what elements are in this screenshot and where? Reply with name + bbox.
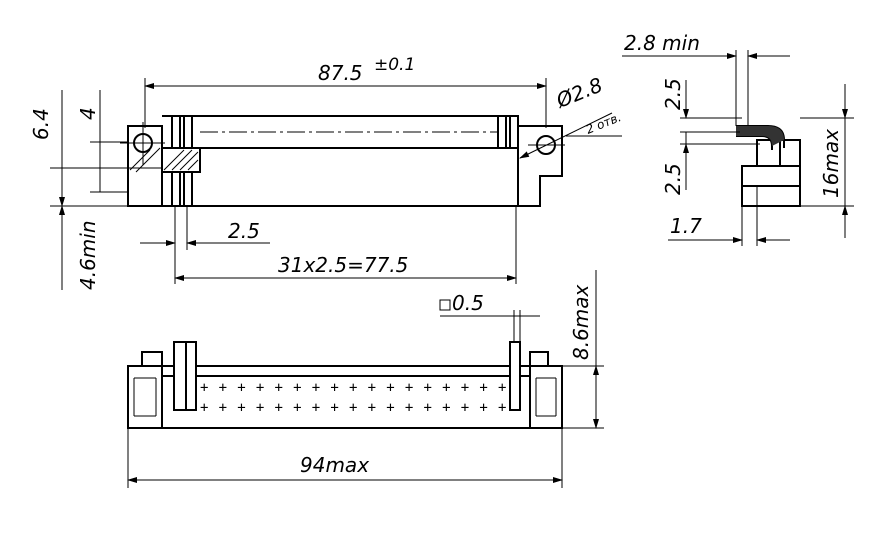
dim-pitch-total: 31x2.5=77.5: [278, 253, 408, 277]
pin-mark: +: [368, 400, 376, 416]
dim-side-16: 16max: [819, 129, 843, 198]
pin-mark: +: [349, 380, 357, 396]
pin-mark: +: [219, 380, 227, 396]
dim-hole-diameter: Ø2.8: [552, 73, 606, 113]
square-symbol-icon: [439, 299, 451, 311]
pin-mark: +: [275, 400, 283, 416]
dim-height-6-4: 6.4: [29, 108, 53, 140]
pin-mark: +: [237, 380, 245, 396]
pin-mark: +: [293, 380, 301, 396]
pin-mark: +: [200, 380, 208, 396]
pin-row-top: + + + + + + + + + + + + + + + + +: [200, 380, 506, 396]
pin-mark: +: [256, 380, 264, 396]
pin-mark: +: [349, 400, 357, 416]
pin-mark: +: [386, 400, 394, 416]
dim-square-0-5: 0.5: [452, 291, 484, 315]
pin-mark: +: [275, 380, 283, 396]
side-view: [680, 117, 801, 207]
pin-mark: +: [498, 400, 506, 416]
dim-height-8-6: 8.6max: [569, 284, 593, 360]
pin-mark: +: [498, 380, 506, 396]
dim-side-2-5-bottom: 2.5: [661, 163, 685, 195]
pin-mark: +: [219, 400, 227, 416]
pin-mark: +: [405, 400, 413, 416]
dim-overall-tolerance: ±0.1: [374, 55, 415, 75]
pin-mark: +: [479, 400, 487, 416]
dim-hole-count: 2 отв.: [584, 110, 623, 137]
pin-mark: +: [312, 380, 320, 396]
top-view: + + + + + + + + + + + + + + + + + + + + + + + + + + + + + + + + + +: [127, 341, 563, 429]
side-dimensions: 2.8 min 2.5 2.5 16max 1.7: [622, 31, 854, 246]
dim-side-1-7: 1.7: [670, 214, 702, 238]
pin-mark: +: [330, 400, 338, 416]
pin-mark: +: [461, 400, 469, 416]
pin-mark: +: [368, 380, 376, 396]
dim-pitch: 2.5: [228, 219, 260, 243]
dim-side-2-5-top: 2.5: [661, 78, 685, 110]
pin-mark: +: [330, 380, 338, 396]
pin-mark: +: [237, 400, 245, 416]
pin-mark: +: [442, 400, 450, 416]
front-view: [120, 112, 622, 207]
pin-mark: +: [461, 380, 469, 396]
front-body: [161, 147, 519, 207]
pin-mark: +: [479, 380, 487, 396]
top-dimensions: 0.5 8.6max 94max: [127, 270, 604, 488]
pin-mark: +: [312, 400, 320, 416]
pin-mark: +: [386, 380, 394, 396]
pin-mark: +: [424, 400, 432, 416]
dim-side-2-8: 2.8 min: [624, 31, 700, 55]
dim-height-4: 4: [76, 107, 100, 120]
front-dimensions: 87.5 ±0.1 Ø2.8 2 отв. 6.4 4 4.6min 2.5 3…: [29, 55, 623, 290]
pin-mark: +: [293, 400, 301, 416]
pin-mark: +: [256, 400, 264, 416]
pin-row-bottom: + + + + + + + + + + + + + + + + +: [200, 400, 506, 416]
right-flange: [517, 125, 563, 207]
pin-mark: +: [442, 380, 450, 396]
dim-overall-length: 87.5: [318, 61, 363, 85]
dim-width-94: 94max: [300, 453, 369, 477]
pin-mark: +: [200, 400, 208, 416]
dim-height-4-6: 4.6min: [76, 220, 100, 290]
pin-mark: +: [405, 380, 413, 396]
pin-mark: +: [424, 380, 432, 396]
